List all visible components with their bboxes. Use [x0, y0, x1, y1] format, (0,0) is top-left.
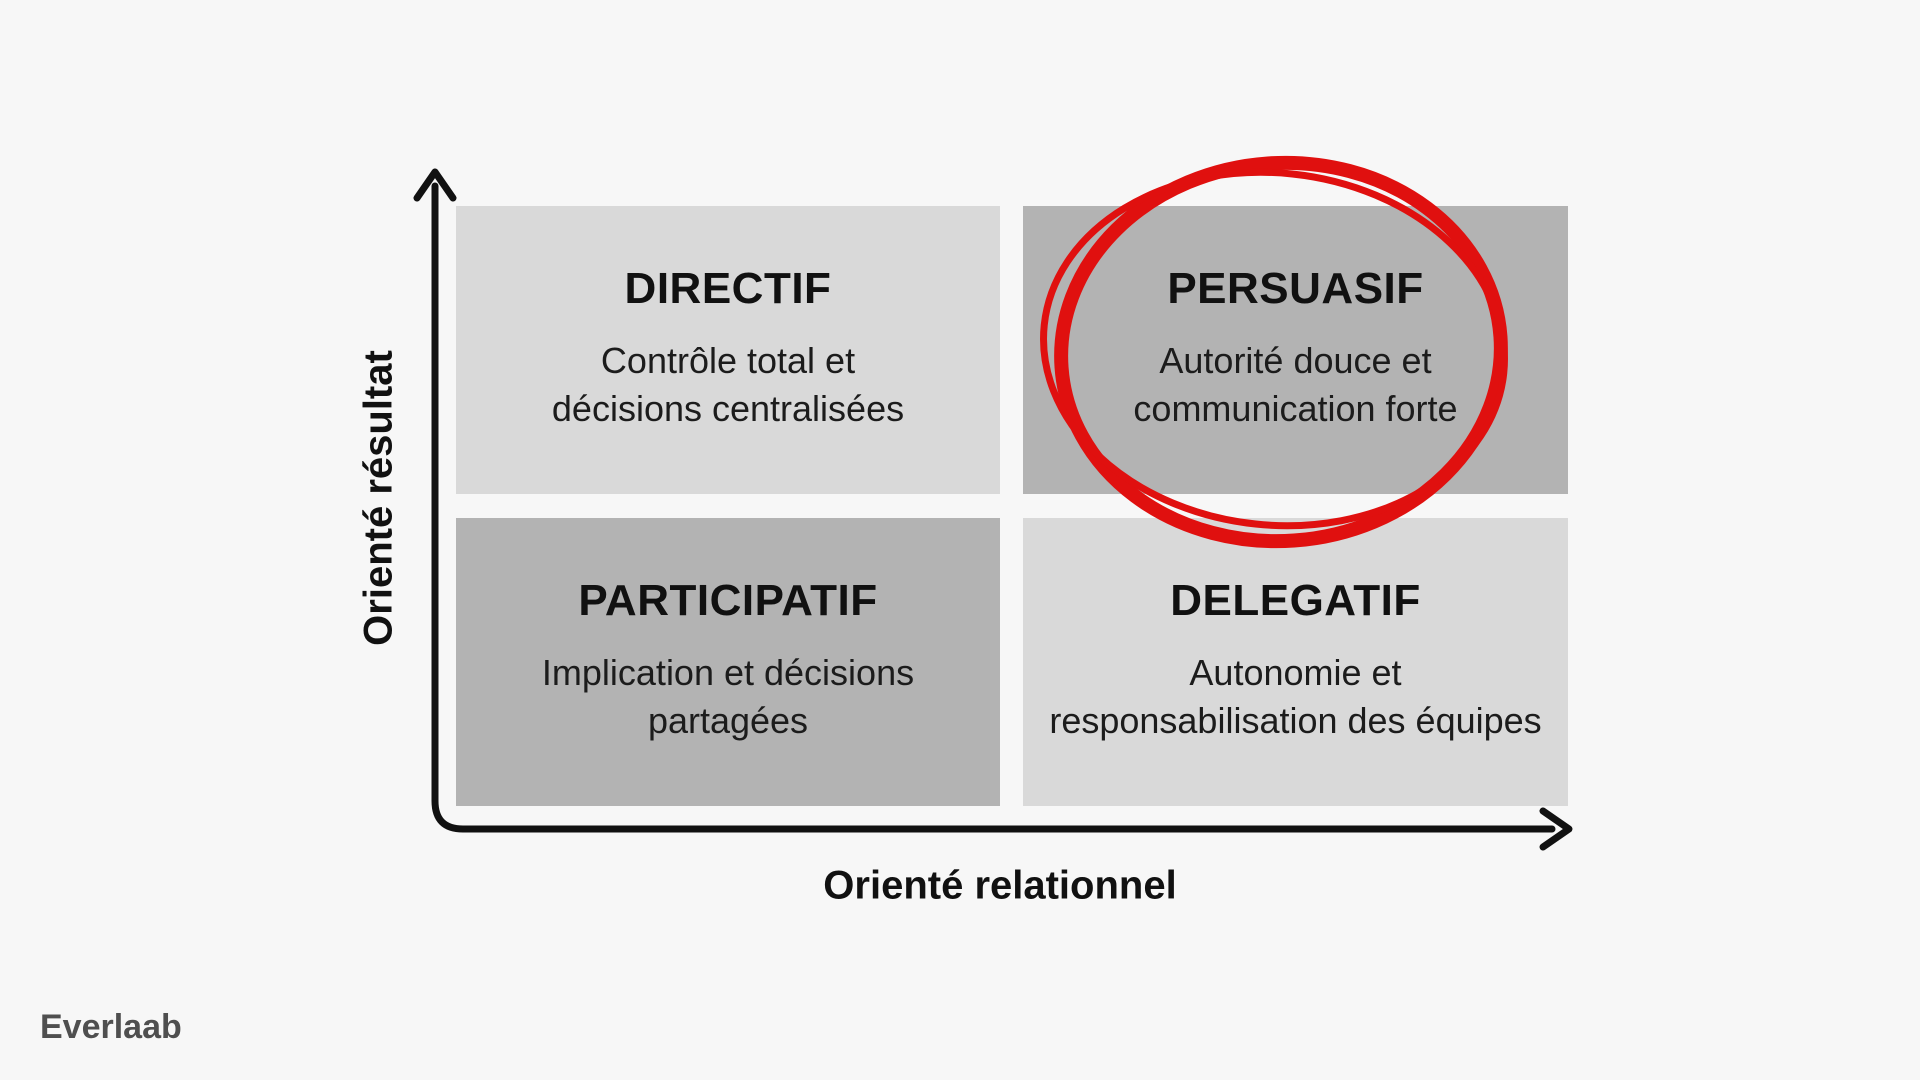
- x-axis-label: Orienté relationnel: [823, 863, 1177, 908]
- quadrant-description: Autorité douce et communication forte: [1133, 337, 1457, 433]
- description-line: communication forte: [1133, 388, 1458, 429]
- quadrant-title: PARTICIPATIF: [578, 576, 878, 625]
- description-line: Autorité douce et: [1159, 340, 1432, 381]
- quadrant-description: Contrôle total et décisions centralisées: [552, 337, 904, 433]
- y-axis-arrow-icon: [413, 168, 457, 202]
- quadrant-persuasif: PERSUASIF Autorité douce et communicatio…: [1023, 206, 1568, 494]
- quadrant-title: PERSUASIF: [1167, 264, 1424, 313]
- description-line: partagées: [647, 700, 809, 741]
- brand-logo: Everlaab: [40, 1008, 182, 1046]
- quadrant-participatif: PARTICIPATIF Implication et décisions pa…: [456, 518, 1000, 806]
- description-line: responsabilisation des équipes: [1049, 700, 1542, 741]
- description-line: Autonomie et: [1189, 652, 1402, 693]
- description-line: décisions centralisées: [551, 388, 905, 429]
- quadrant-description: Autonomie et responsabilisation des équi…: [1049, 649, 1541, 745]
- description-line: Implication et décisions: [541, 652, 915, 693]
- quadrant-directif: DIRECTIF Contrôle total et décisions cen…: [456, 206, 1000, 494]
- quadrant-title: DELEGATIF: [1170, 576, 1421, 625]
- quadrant-title: DIRECTIF: [624, 264, 832, 313]
- quadrant-description: Implication et décisions partagées: [542, 649, 914, 745]
- description-line: Contrôle total et: [600, 340, 856, 381]
- y-axis-label: Orienté résultat: [356, 350, 401, 646]
- x-axis-arrow-icon: [1539, 807, 1573, 851]
- quadrant-delegatif: DELEGATIF Autonomie et responsabilisatio…: [1023, 518, 1568, 806]
